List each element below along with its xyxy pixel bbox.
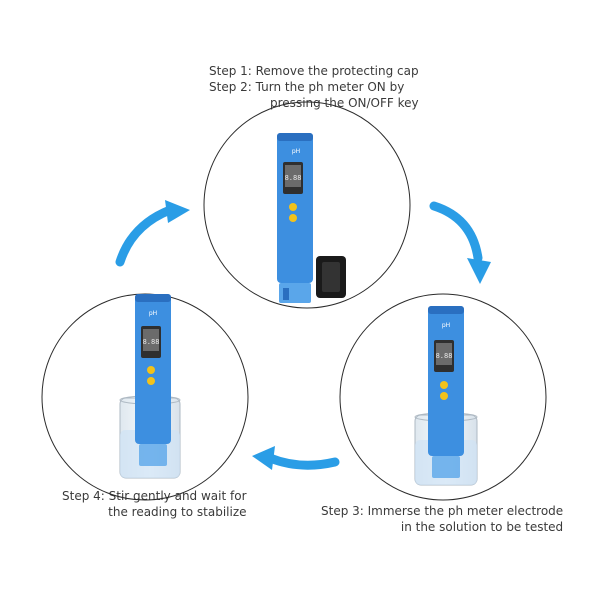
step-3-caption: Step 3: Immerse the ph meter electrode i… bbox=[321, 503, 563, 535]
arrow-clockwise-icon bbox=[429, 201, 491, 284]
arrow-clockwise-icon bbox=[115, 200, 190, 267]
meter-brand-label: pH bbox=[292, 148, 300, 155]
step-3-circle bbox=[339, 293, 547, 501]
ph-meter-step-1-2: 8.88 pH bbox=[277, 133, 346, 303]
step-4-continuation: the reading to stabilize bbox=[108, 505, 247, 519]
meter-brand-label: pH bbox=[442, 322, 450, 329]
svg-text:8.88: 8.88 bbox=[436, 352, 453, 360]
step-4-caption: Step 4: Stir gently and wait for the rea… bbox=[62, 488, 247, 520]
svg-text:8.88: 8.88 bbox=[285, 174, 302, 182]
step-3-continuation: in the solution to be tested bbox=[400, 520, 564, 534]
step-2-continuation: pressing the ON/OFF key bbox=[270, 96, 419, 110]
step-1-text: Step 1: Remove the protecting cap bbox=[209, 64, 419, 78]
step-1-2-circle bbox=[203, 101, 411, 309]
step-3-text: Step 3: Immerse the ph meter electrode bbox=[321, 504, 564, 518]
arrow-clockwise-icon bbox=[252, 446, 340, 470]
meter-brand-label: pH bbox=[149, 310, 157, 317]
ph-meter-step-4: 8.88 pH bbox=[119, 294, 181, 479]
step-4-text: Step 4: Stir gently and wait for bbox=[62, 489, 247, 503]
step-2-text: Step 2: Turn the ph meter ON by bbox=[209, 80, 405, 94]
step-1-2-caption: Step 1: Remove the protecting cap Step 2… bbox=[209, 63, 419, 111]
ph-meter-step-3: 8.88 pH bbox=[414, 306, 478, 486]
svg-text:8.88: 8.88 bbox=[143, 338, 160, 346]
